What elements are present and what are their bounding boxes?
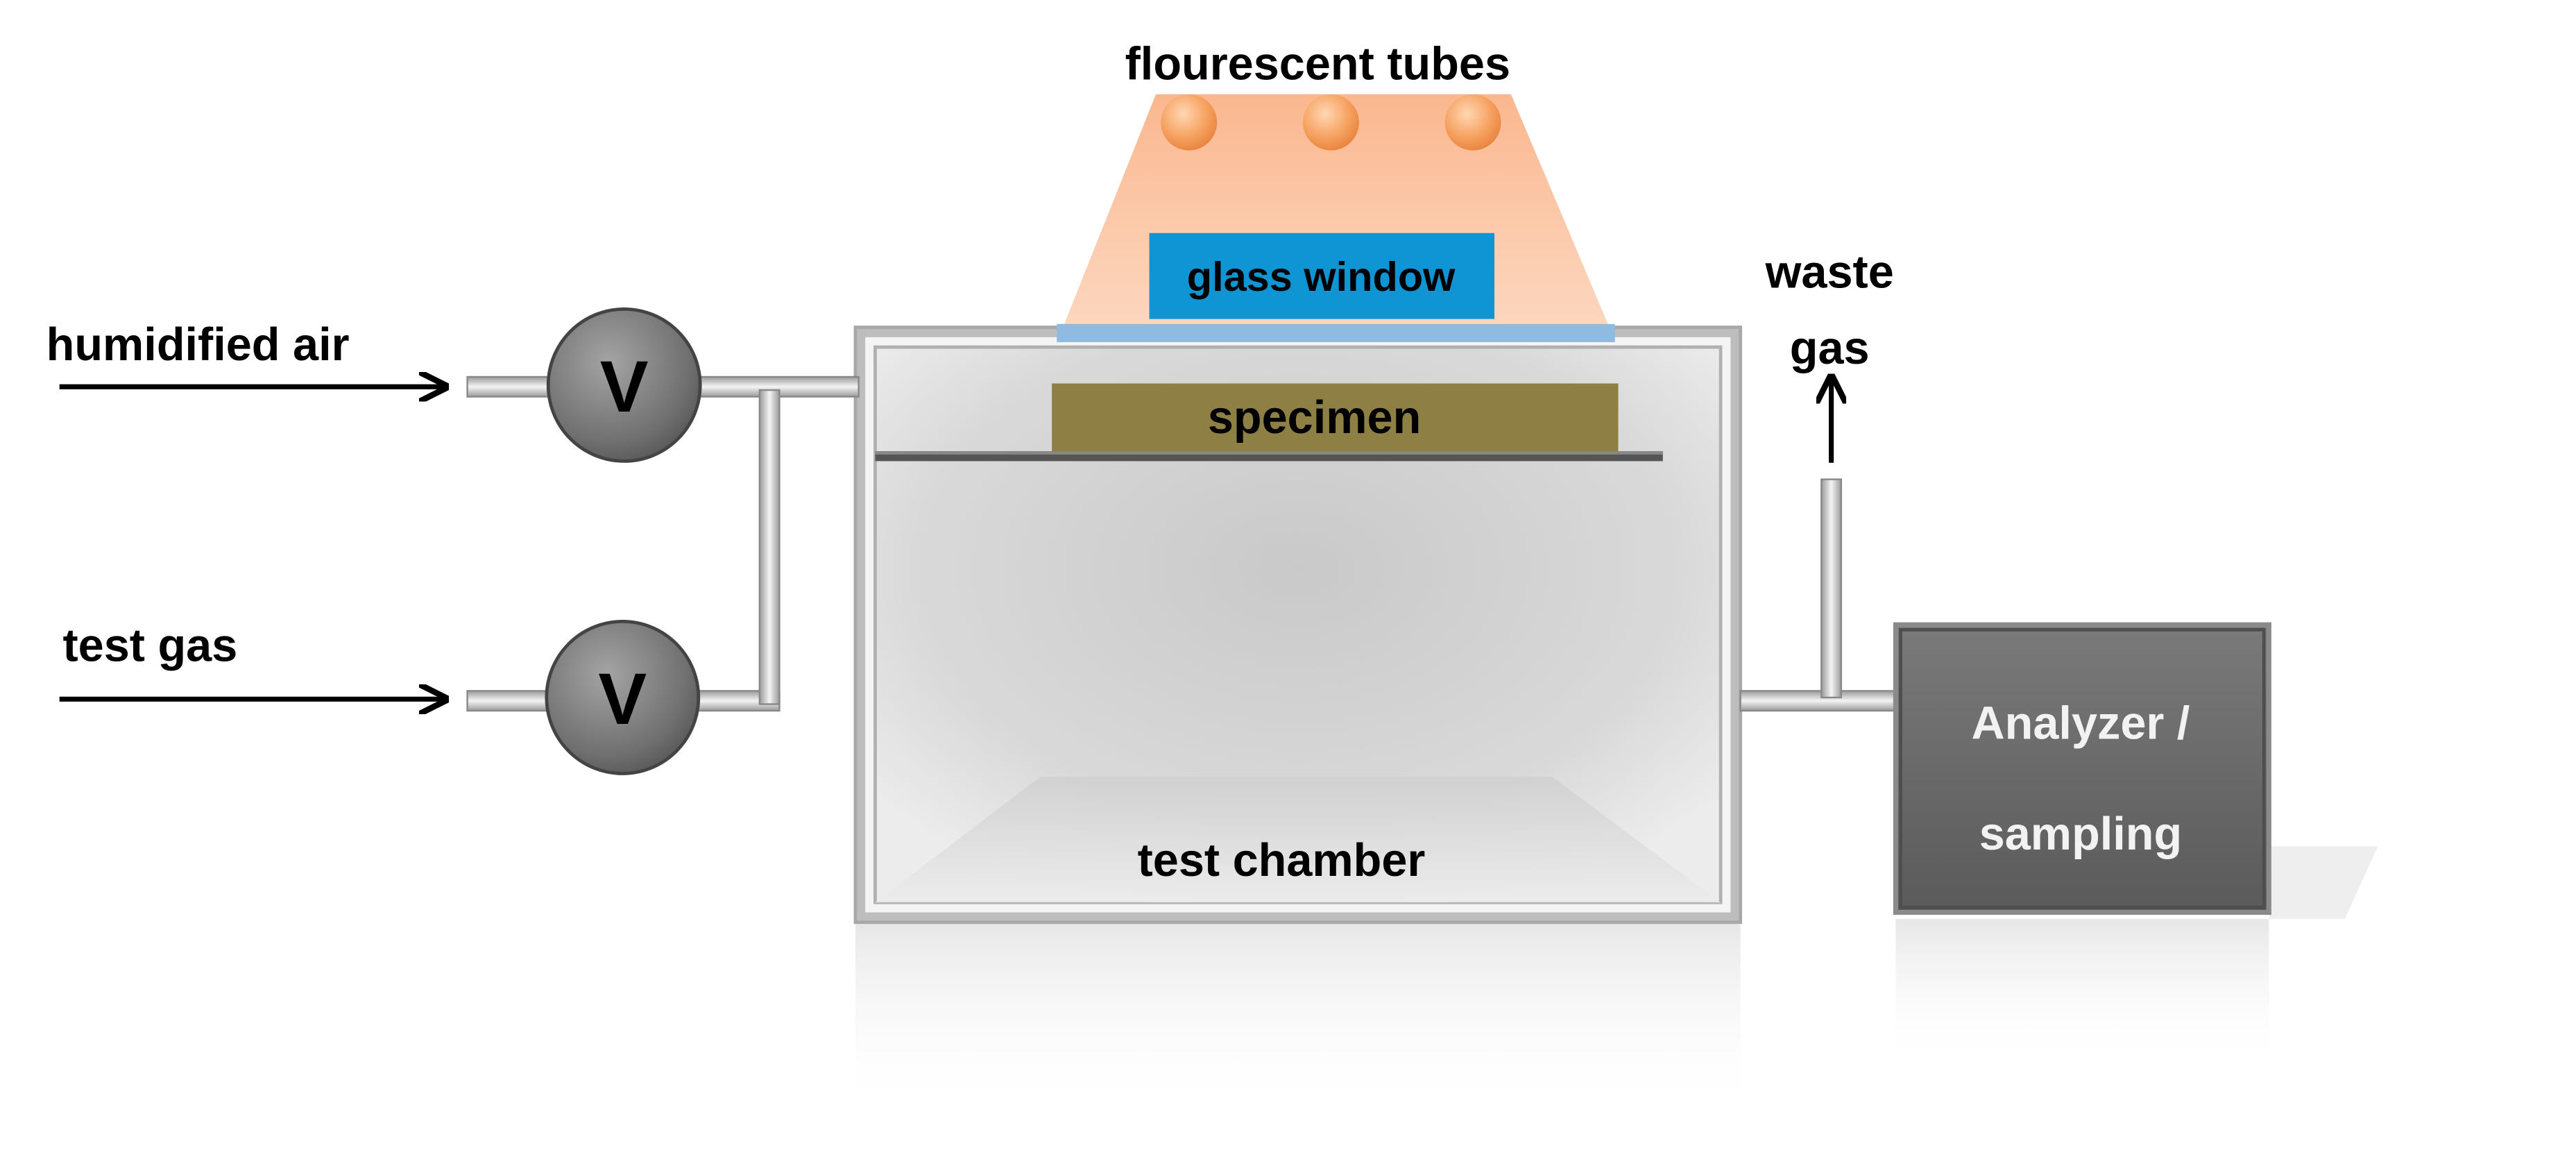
test-chamber-label: test chamber [1138, 835, 1426, 886]
test-gas-label: test gas [62, 620, 237, 672]
valve-bottom [545, 620, 701, 775]
analyzer-reflection [1895, 919, 2269, 1068]
waste-gas-label-line1: waste [1765, 246, 1894, 298]
analyzer-label-line2: sampling [1979, 809, 2183, 860]
valve-bottom-label: V [598, 659, 647, 740]
chamber-reflection [855, 922, 1741, 1113]
fluorescent-tube-2 [1302, 94, 1359, 151]
humidified-air-label: humidified air [46, 319, 350, 371]
specimen-box [1052, 383, 1619, 453]
waste-gas-label-line2: gas [1790, 323, 1870, 374]
analyzer-label-line1: Analyzer / [1972, 698, 2190, 749]
analyzer-box [1893, 622, 2271, 915]
outlet-piping [1739, 478, 1897, 712]
glass-window-label: glass window [1187, 253, 1456, 300]
fluorescent-tube-3 [1444, 94, 1501, 151]
valve-top-label: V [600, 346, 649, 428]
analyzer-shadow [2269, 846, 2378, 920]
fluorescent-tube-1 [1161, 94, 1218, 151]
glass-window-box [1149, 233, 1495, 319]
fluorescent-tubes-label: flourescent tubes [1125, 38, 1510, 90]
valve-top [546, 307, 702, 463]
glass-pane [1057, 323, 1615, 342]
specimen-label: specimen [1208, 392, 1421, 444]
